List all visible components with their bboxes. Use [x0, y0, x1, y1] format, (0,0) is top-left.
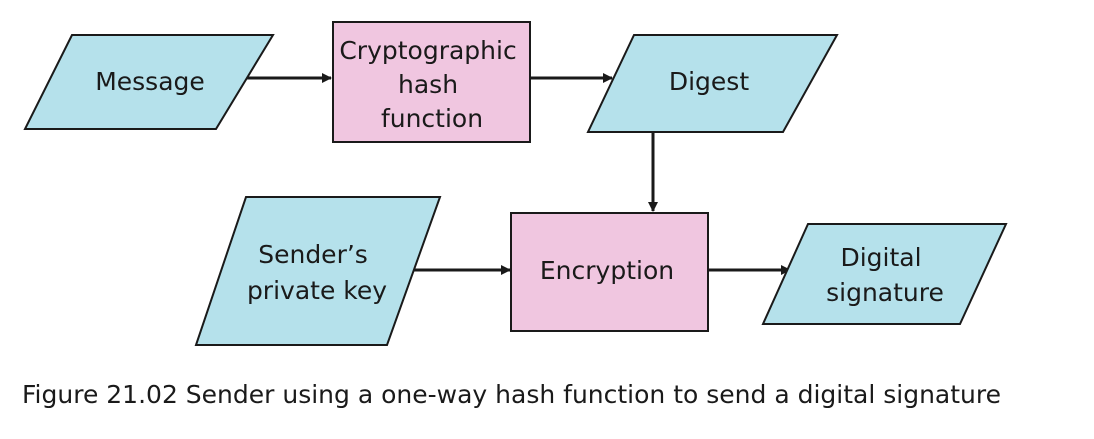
hash-function-label: Cryptographic hash function: [339, 36, 524, 133]
signature-label: Digital signature: [826, 243, 944, 307]
encryption-label: Encryption: [540, 256, 674, 285]
digest-label: Digest: [669, 67, 749, 96]
hash-function-box: [332, 21, 531, 143]
private-key-shape: [194, 196, 442, 346]
arrows: [244, 73, 791, 275]
encryption-box: [510, 212, 709, 332]
flow-diagram: Message Cryptographic hash function Dige…: [23, 21, 1008, 346]
figure-caption: Figure 21.02 Sender using a one-way hash…: [22, 380, 1001, 409]
private-key-label: Sender’s private key: [247, 240, 387, 305]
signature-shape: [761, 223, 1008, 325]
digest-shape: [586, 34, 839, 133]
message-label: Message: [95, 67, 205, 96]
message-shape: [23, 34, 275, 130]
